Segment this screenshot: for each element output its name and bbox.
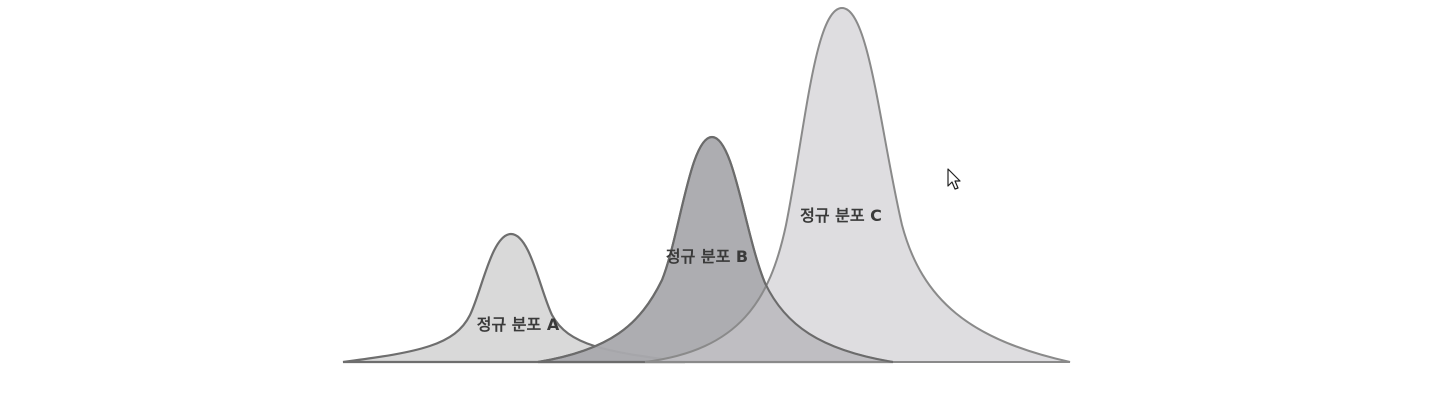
normal-distribution-a-curve: [342, 232, 686, 364]
normal-distribution-a-label: 정규 분포 A: [477, 315, 560, 334]
normal-distribution-c-label: 정규 분포 C: [800, 206, 882, 225]
mouse-pointer-icon: [947, 168, 961, 190]
normal-distribution-b-outline: [537, 135, 894, 363]
normal-distribution-b-label: 정규 분포 B: [666, 247, 748, 266]
